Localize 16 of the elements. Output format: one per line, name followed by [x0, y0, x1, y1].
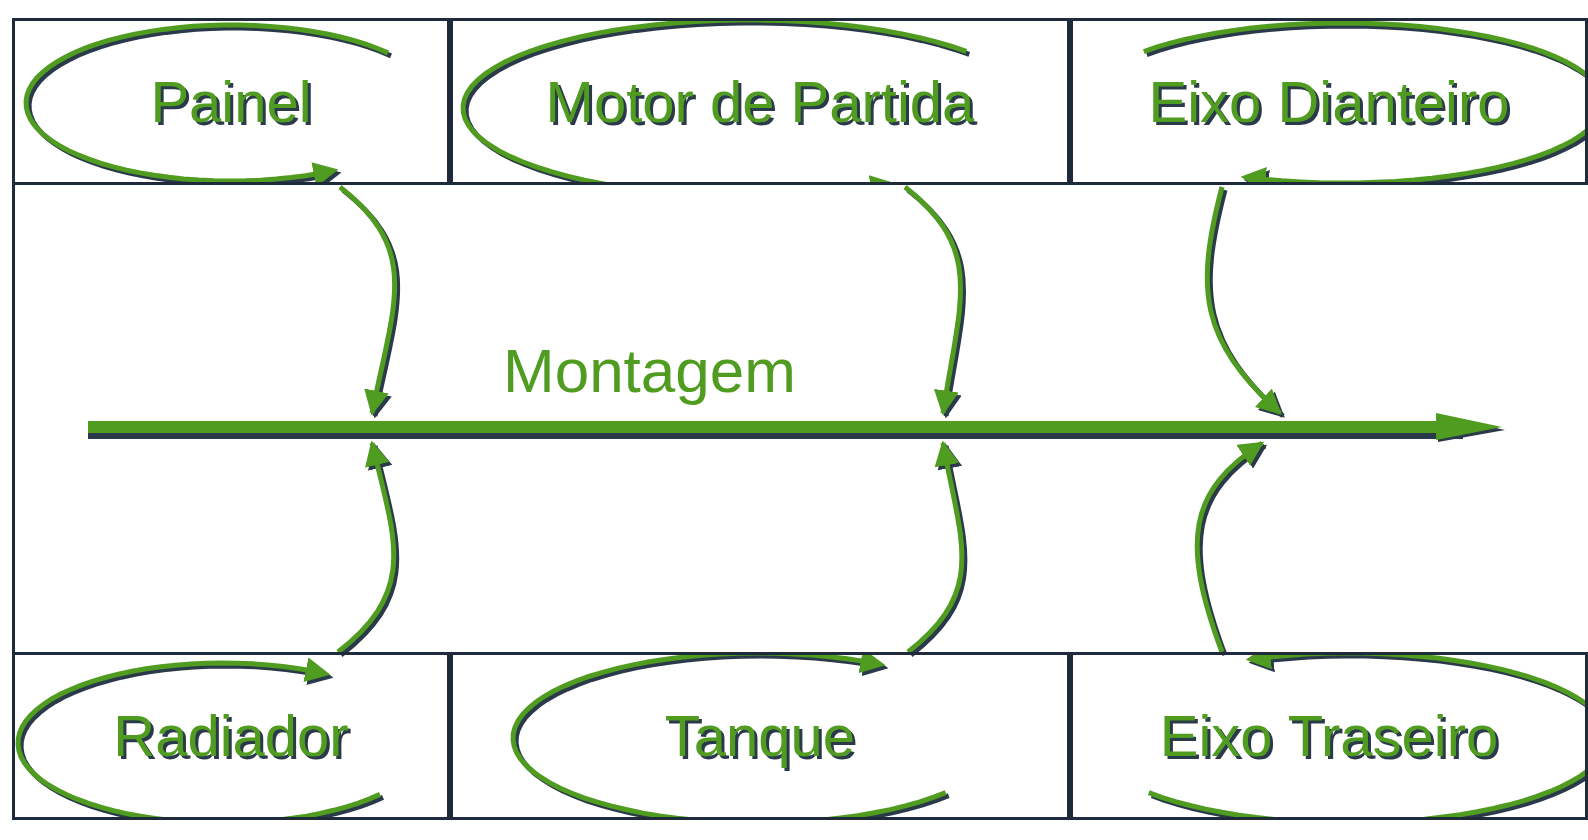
curved-arrow — [906, 440, 965, 654]
category-label: Eixo Traseiro — [1159, 707, 1499, 765]
curved-arrow — [1194, 440, 1265, 653]
category-label: Motor de Partida — [545, 72, 975, 131]
category-cell — [1070, 18, 1588, 185]
curved-arrow — [338, 185, 398, 416]
category-label: Radiador — [113, 707, 349, 765]
category-cell — [1070, 652, 1588, 820]
category-cell — [450, 18, 1070, 185]
curved-arrow — [336, 440, 397, 654]
category-label: Eixo Dianteiro — [1148, 72, 1510, 131]
category-cell — [12, 18, 450, 185]
category-cell — [450, 652, 1070, 820]
category-cell — [12, 652, 450, 820]
curved-arrow — [903, 185, 963, 416]
category-label: Painel — [150, 72, 312, 131]
